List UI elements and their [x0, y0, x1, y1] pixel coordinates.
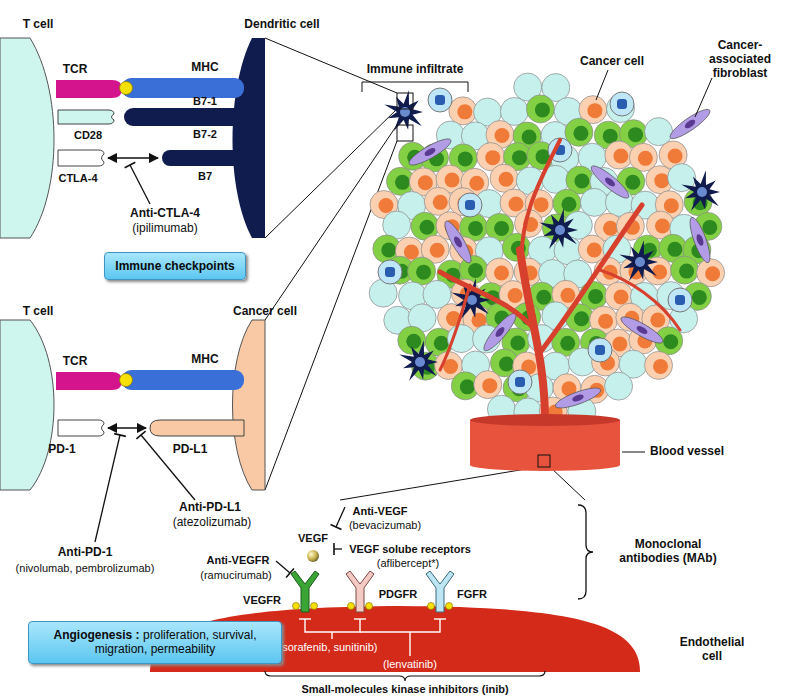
dendritic-cell: [681, 170, 720, 211]
structure-label: Blood vessel: [650, 445, 724, 459]
fibroblast: [553, 384, 602, 412]
tumor-cell: [645, 351, 673, 379]
drug-label: Anti-VEGF: [353, 505, 408, 518]
molecule-label: CTLA-4: [58, 172, 97, 185]
drug-name: (ipilimumab): [132, 222, 197, 236]
tumor-cell: [671, 256, 699, 284]
cell-label: Cancer cell: [233, 305, 297, 319]
cell-label: Cancer cell: [580, 55, 644, 69]
tumor-cell: [605, 141, 633, 169]
tumor-cell: [449, 97, 477, 125]
molecule-label: B7-1: [193, 95, 217, 108]
immune-cell: [378, 260, 402, 284]
tumor-cell: [645, 118, 673, 146]
molecule-label: B7: [198, 170, 212, 183]
drug-name: (ramucirumab): [200, 569, 272, 582]
checkpoint-ctla4: [0, 38, 265, 238]
dendritic-cell: [399, 340, 438, 381]
inhibition-bar: [125, 162, 136, 167]
molecule-label: PD-1: [48, 443, 75, 457]
molecule-label: CD28: [74, 129, 102, 142]
fibroblast: [686, 215, 714, 264]
fibroblast: [441, 218, 475, 266]
tumor: [369, 73, 724, 426]
cell-label: Endothelial cell: [672, 636, 752, 664]
molecule-label: PD-L1: [173, 443, 208, 457]
fibroblast: [618, 313, 666, 347]
cell-label: Cancer-associated fibroblast: [690, 39, 790, 80]
inhibition-line: [336, 507, 345, 527]
tumor-cell: [605, 372, 633, 400]
inhibition-bar: [333, 543, 335, 555]
group-label: Monoclonal antibodies (MAb): [608, 538, 728, 566]
molecule-label: MHC: [191, 61, 218, 75]
tumor-cell: [526, 95, 554, 123]
tumor-cell: [408, 257, 436, 285]
inhibition-bar: [114, 434, 126, 437]
drug-label: Anti-PD-1: [58, 546, 113, 560]
tumor-cell: [502, 233, 530, 261]
drug-label: VEGF solube receptors: [349, 543, 471, 556]
molecule-label: TCR: [63, 355, 88, 369]
tumor-cell: [490, 164, 518, 192]
drug-name: (aflibercept*): [377, 557, 439, 570]
cell-label: Dendritic cell: [244, 18, 319, 32]
molecule-label: MHC: [191, 353, 218, 367]
checkpoint-pd1: [0, 320, 265, 490]
drug-name: (atezolizumab): [173, 516, 252, 530]
drug-label: Anti-VEGFR: [207, 554, 270, 567]
bracket: [265, 671, 545, 681]
box-heading: Angiogenesis :: [54, 628, 140, 642]
tumor-cell: [580, 188, 608, 216]
molecule-label: B7-2: [193, 128, 217, 141]
tumor-cell: [424, 187, 452, 215]
fibroblast: [667, 105, 713, 142]
immune-cell: [588, 338, 612, 362]
molecule-label: TCR: [63, 63, 88, 77]
immune-cell: [508, 370, 532, 394]
fibroblast: [588, 162, 632, 202]
drug-name: (sorafenib, sunitinib): [278, 641, 377, 654]
inhibition-bar: [331, 525, 342, 530]
tumor-cell: [474, 371, 502, 399]
drug-name: (bevacizumab): [349, 519, 421, 532]
region-label: Immune infiltrate: [367, 63, 464, 77]
drug-name: (lenvatinib): [383, 658, 437, 671]
immune-cell: [428, 88, 452, 112]
inhibition-line: [95, 435, 120, 542]
inhibition-bar: [286, 568, 294, 577]
receptor-label: VEGFR: [243, 594, 281, 607]
drug-label: Anti-PD-L1: [179, 501, 241, 515]
dendritic-cell: [619, 240, 658, 281]
receptor-label: PDGFR: [379, 588, 418, 601]
drug-name: (nivolumab, pembrolizumab): [16, 562, 155, 575]
fibroblast: [480, 310, 520, 354]
box-heading: Immune checkpoints: [115, 259, 234, 273]
immune-cell: [610, 92, 634, 116]
info-box: Immune checkpoints: [104, 252, 245, 280]
inhibition-lines: [95, 162, 345, 577]
immune-cell: [668, 288, 692, 312]
blood-vessel: [440, 140, 680, 471]
receptor-label: FGFR: [457, 588, 487, 601]
immune-cell: [458, 193, 482, 217]
inhibition-line: [334, 548, 342, 549]
dendritic-cell: [539, 208, 578, 249]
cell-label: T cell: [23, 18, 54, 32]
inhibition-line: [130, 165, 150, 204]
molecule-label: VEGF: [298, 532, 328, 545]
cell-label: T cell: [23, 305, 54, 319]
info-box: Angiogenesis :proliferation, survival, m…: [28, 621, 282, 664]
inhibition-line: [276, 561, 290, 573]
group-label: Small-molecules kinase inhibitors (inib): [301, 683, 508, 696]
drug-label: Anti-CTLA-4: [130, 207, 200, 221]
inhibition-bar: [136, 431, 145, 439]
